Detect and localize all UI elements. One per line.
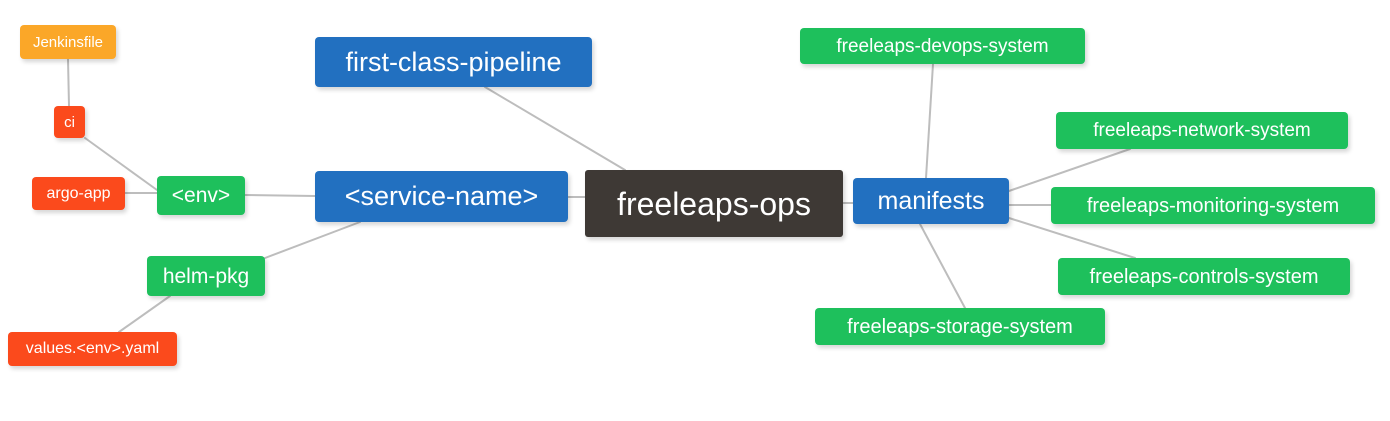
edge-helm-pkg-to-service-name bbox=[264, 221, 361, 259]
mindmap-node-jenkinsfile[interactable]: Jenkinsfile bbox=[20, 25, 116, 59]
edge-manifests-to-network-system bbox=[1008, 148, 1131, 192]
edge-manifests-to-devops-system bbox=[925, 63, 934, 179]
mindmap-node-argo-app[interactable]: argo-app bbox=[32, 177, 125, 210]
mindmap-node-devops-system[interactable]: freeleaps-devops-system bbox=[800, 28, 1085, 64]
mindmap-node-storage-system[interactable]: freeleaps-storage-system bbox=[815, 308, 1105, 345]
edge-manifests-to-storage-system bbox=[919, 223, 966, 309]
mindmap-node-service-name[interactable]: <service-name> bbox=[315, 171, 568, 222]
edge-env-to-service-name bbox=[244, 194, 316, 197]
mindmap-node-manifests[interactable]: manifests bbox=[853, 178, 1009, 224]
mindmap-node-env[interactable]: <env> bbox=[157, 176, 245, 215]
mindmap-node-network-system[interactable]: freeleaps-network-system bbox=[1056, 112, 1348, 149]
mindmap-node-monitoring-system[interactable]: freeleaps-monitoring-system bbox=[1051, 187, 1375, 224]
edge-first-class-pipeline-to-freeleaps-ops bbox=[484, 86, 626, 171]
mindmap-node-freeleaps-ops[interactable]: freeleaps-ops bbox=[585, 170, 843, 237]
edge-jenkinsfile-to-ci bbox=[67, 58, 70, 107]
mindmap-node-helm-pkg[interactable]: helm-pkg bbox=[147, 256, 265, 296]
edge-values-env-yaml-to-helm-pkg bbox=[118, 295, 171, 333]
mindmap-node-controls-system[interactable]: freeleaps-controls-system bbox=[1058, 258, 1350, 295]
mindmap-node-first-class-pipeline[interactable]: first-class-pipeline bbox=[315, 37, 592, 87]
edge-manifests-to-controls-system bbox=[1008, 217, 1136, 259]
mindmap-node-ci[interactable]: ci bbox=[54, 106, 85, 138]
mindmap-node-values-env-yaml[interactable]: values.<env>.yaml bbox=[8, 332, 177, 366]
